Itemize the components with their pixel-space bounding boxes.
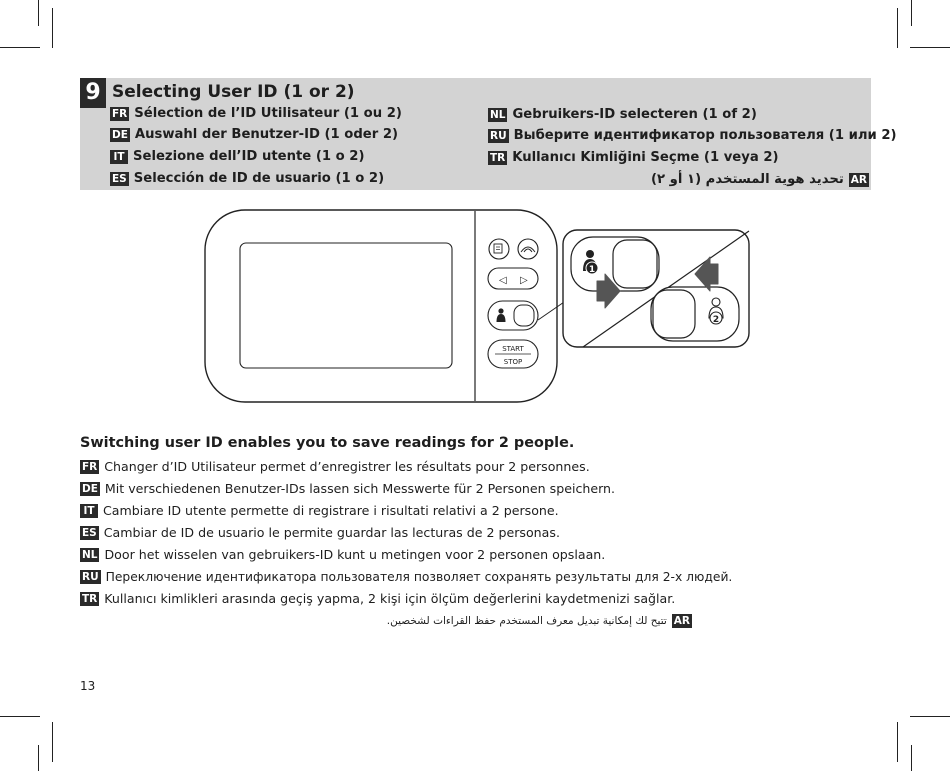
header-translation-ru: RU Выберите идентификатор пользователя (… xyxy=(488,126,897,146)
lang-label: DE xyxy=(80,482,100,496)
user-1-icon: 1 xyxy=(583,250,599,275)
lang-label: AR xyxy=(848,173,869,187)
body-line-text: Переключение идентификатора пользователя… xyxy=(105,570,733,584)
body-line-fr: FR Changer d’ID Utilisateur permet d’enr… xyxy=(80,458,590,476)
header-translation-text: Kullanıcı Kimliğini Seçme (1 veya 2) xyxy=(512,150,779,165)
left-arrow-icon: ◁ xyxy=(499,275,507,286)
user-2-number: 2 xyxy=(713,315,719,325)
start-stop-button: START STOP xyxy=(487,339,539,369)
body-line-text: Mit verschiedenen Benutzer-IDs lassen si… xyxy=(104,481,616,496)
body-line-tr: TR Kullanıcı kimlikleri arasında geçiş y… xyxy=(80,590,675,608)
bluetooth-sync-button xyxy=(517,238,539,260)
user-icon xyxy=(496,308,506,322)
user-2-icon: 2 xyxy=(708,297,724,325)
header-translation-text: Selezione dell’ID utente (1 o 2) xyxy=(133,149,365,164)
body-line-de: DE Mit verschiedenen Benutzer-IDs lassen… xyxy=(80,480,615,498)
switch-position-2: 2 xyxy=(650,286,740,342)
lang-label: RU xyxy=(488,129,509,143)
arrow-right-icon xyxy=(596,273,621,309)
lang-label: FR xyxy=(80,460,100,474)
arrow-left-icon xyxy=(694,256,719,292)
body-line-text: تتيح لك إمكانية تبديل معرف المستخدم حفظ … xyxy=(386,615,667,627)
lang-label: TR xyxy=(80,592,100,606)
header-translation-text: Выберите идентификатор пользователя (1 и… xyxy=(513,128,897,143)
callout-line xyxy=(537,288,584,321)
body-line-text: Kullanıcı kimlikleri arasında geçiş yapm… xyxy=(104,591,676,606)
user-switch xyxy=(487,300,539,331)
header-translation-de: DE Auswahl der Benutzer-ID (1 oder 2) xyxy=(110,125,398,145)
arrow-button-group: ◁ ▷ xyxy=(487,267,539,290)
monitor-body xyxy=(204,209,558,403)
lang-label: ES xyxy=(80,526,99,540)
section-number: 9 xyxy=(80,78,106,108)
header-translation-text: Sélection de l’ID Utilisateur (1 ou 2) xyxy=(134,106,402,121)
user-1-number: 1 xyxy=(589,265,595,275)
lang-label: DE xyxy=(110,128,130,142)
stop-label: STOP xyxy=(504,358,522,366)
header-translation-fr: FR Sélection de l’ID Utilisateur (1 ou 2… xyxy=(110,104,402,124)
lang-label: FR xyxy=(110,107,130,121)
zoom-panel xyxy=(562,229,750,348)
lang-label: AR xyxy=(671,614,692,628)
lang-label: NL xyxy=(80,548,100,562)
display-screen xyxy=(239,242,453,369)
header-translation-text: Gebruikers-ID selecteren (1 of 2) xyxy=(512,107,757,122)
header-translation-tr: TR Kullanıcı Kimliğini Seçme (1 veya 2) xyxy=(488,148,779,168)
right-arrow-icon: ▷ xyxy=(520,275,528,286)
memory-button xyxy=(488,238,510,260)
lang-label: ES xyxy=(110,172,129,186)
lang-label: IT xyxy=(110,150,128,164)
body-line-nl: NL Door het wisselen van gebruikers-ID k… xyxy=(80,546,605,564)
start-label: START xyxy=(502,345,524,353)
header-translation-text: تحديد هوية المستخدم (١ أو ٢) xyxy=(651,172,844,187)
lang-label: TR xyxy=(488,151,508,165)
header-translation-nl: NL Gebruikers-ID selecteren (1 of 2) xyxy=(488,105,757,125)
section-title: Selecting User ID (1 or 2) xyxy=(112,82,355,102)
header-translation-ar: AR تحديد هوية المستخدم (١ أو ٢) xyxy=(651,170,869,190)
header-translation-es: ES Selección de ID de usuario (1 o 2) xyxy=(110,169,384,189)
body-line-text: Door het wisselen van gebruikers-ID kunt… xyxy=(104,547,606,562)
header-translation-it: IT Selezione dell’ID utente (1 o 2) xyxy=(110,147,364,167)
header-translation-text: Auswahl der Benutzer-ID (1 oder 2) xyxy=(134,127,399,142)
switch-position-1: 1 xyxy=(570,236,660,292)
body-line-text: Cambiare ID utente permette di registrar… xyxy=(103,503,559,518)
body-line-text: Cambiar de ID de usuario le permite guar… xyxy=(103,525,560,540)
body-line-es: ES Cambiar de ID de usuario le permite g… xyxy=(80,524,560,542)
body-line-it: IT Cambiare ID utente permette di regist… xyxy=(80,502,559,520)
section-header: 9 Selecting User ID (1 or 2) FR Sélectio… xyxy=(80,78,897,190)
lang-label: RU xyxy=(80,570,101,584)
header-translation-text: Selección de ID de usuario (1 o 2) xyxy=(133,171,385,186)
lang-label: NL xyxy=(488,108,508,122)
body-title: Switching user ID enables you to save re… xyxy=(80,435,575,451)
lang-label: IT xyxy=(80,504,98,518)
body-line-ru: RU Переключение идентификатора пользоват… xyxy=(80,568,732,586)
page-number: 13 xyxy=(80,679,96,693)
diagonal-divider xyxy=(582,230,750,348)
body-line-ar: AR تتيح لك إمكانية تبديل معرف المستخدم ح… xyxy=(387,612,692,630)
body-line-text: Changer d’ID Utilisateur permet d’enregi… xyxy=(104,459,590,474)
